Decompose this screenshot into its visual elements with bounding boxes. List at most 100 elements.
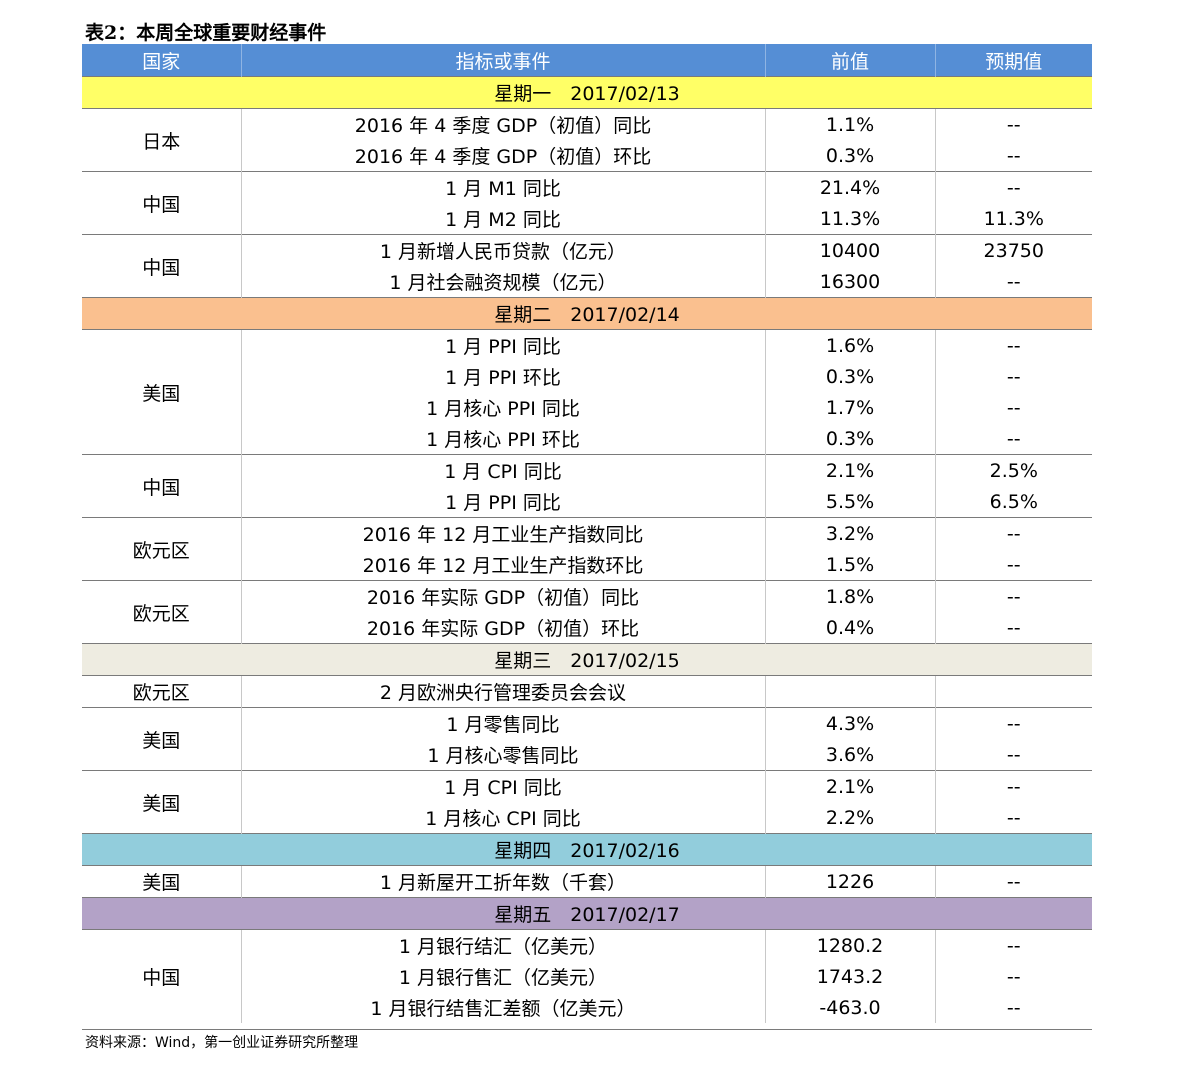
previous-value-cell <box>765 675 936 708</box>
day-label: 星期五 2017/02/17 <box>82 897 1092 930</box>
indicator-cell: 1 月 PPI 同比 <box>241 329 766 361</box>
indicator-cell: 1 月 PPI 同比 <box>241 486 766 518</box>
indicator-cell: 1 月新屋开工折年数（千套） <box>241 865 766 898</box>
day-label: 星期二 2017/02/14 <box>82 297 1092 330</box>
previous-value-cell: 1743.2 <box>765 961 936 992</box>
country-cell: 欧元区 <box>82 675 242 708</box>
expected-value-cell: -- <box>1006 427 1021 450</box>
expected-value-cell: -- <box>1006 334 1021 357</box>
previous-value-cell: 21.4% <box>765 171 936 203</box>
expected-value-cell: -- <box>1006 365 1021 388</box>
expected-value-cell: -- <box>1006 934 1021 957</box>
country-cell: 中国 <box>82 929 242 1023</box>
expected-value-cell: -- <box>935 517 1092 549</box>
expected-value-cell: -- <box>1006 743 1021 766</box>
previous-value-cell: 3.6% <box>765 739 936 771</box>
indicator-cell: 2016 年实际 GDP（初值）同比 <box>241 580 766 612</box>
country-cell: 欧元区 <box>82 580 242 644</box>
expected-value-cell: -- <box>1006 270 1021 293</box>
indicator-cell: 1 月零售同比 <box>241 707 766 739</box>
country-cell: 欧元区 <box>82 517 242 581</box>
previous-value-cell: 0.3% <box>765 140 936 172</box>
country-cell: 美国 <box>82 329 242 455</box>
previous-value-cell: 4.3% <box>765 707 936 739</box>
country-cell: 中国 <box>82 171 242 235</box>
country-cell: 美国 <box>82 865 242 898</box>
day-row: 星期四 2017/02/16 <box>82 833 1092 866</box>
table-row: 1 月社会融资规模（亿元）16300 -- <box>82 266 1092 298</box>
indicator-cell: 1 月 CPI 同比 <box>241 454 766 486</box>
expected-value-cell: -- <box>1006 616 1021 639</box>
country-cell: 中国 <box>82 454 242 518</box>
previous-value-cell: 1226 <box>765 865 936 898</box>
table-row: 1 月银行结售汇差额（亿美元）-463.0-- <box>82 992 1092 1023</box>
expected-value-cell: -- <box>1006 113 1021 136</box>
expected-value-cell: -- <box>935 580 1092 612</box>
expected-value-cell: -- <box>1006 996 1021 1019</box>
indicator-cell: 1 月核心零售同比 <box>241 739 766 771</box>
header-expected: 预期值 <box>934 44 1092 77</box>
header-indicator: 指标或事件 <box>240 44 765 77</box>
header-previous: 前值 <box>764 44 935 77</box>
indicator-cell: 1 月 PPI 环比 <box>241 361 766 392</box>
expected-value-cell <box>935 676 1092 708</box>
indicator-cell: 1 月 M1 同比 <box>241 171 766 203</box>
expected-value-cell: 2.5% <box>935 454 1092 486</box>
indicator-cell: 1 月社会融资规模（亿元） <box>241 266 766 298</box>
expected-value-cell: -- <box>1006 965 1021 988</box>
country-cell: 美国 <box>82 707 242 771</box>
day-label: 星期一 2017/02/13 <box>82 76 1092 109</box>
header-country: 国家 <box>82 44 241 77</box>
indicator-cell: 2016 年实际 GDP（初值）环比 <box>241 612 766 644</box>
previous-value-cell: 5.5% <box>765 486 936 518</box>
indicator-cell: 1 月核心 PPI 同比 <box>241 392 766 423</box>
indicator-cell: 2016 年 4 季度 GDP（初值）同比 <box>241 108 766 140</box>
indicator-cell: 1 月银行售汇（亿美元） <box>241 961 766 992</box>
day-row: 星期一 2017/02/13 <box>82 76 1092 109</box>
previous-value-cell: 1.6% <box>765 329 936 361</box>
table-row: 1 月银行售汇（亿美元）1743.2 -- <box>82 961 1092 992</box>
expected-value-cell: -- <box>935 171 1092 203</box>
expected-value-cell: 6.5% <box>989 490 1038 513</box>
table-header-row: 国家 指标或事件 前值 预期值 <box>82 44 1092 77</box>
previous-value-cell: 2.1% <box>765 770 936 802</box>
expected-value-cell: -- <box>935 707 1092 739</box>
previous-value-cell: 10400 <box>765 234 936 266</box>
previous-value-cell: 1280.2 <box>765 929 936 961</box>
indicator-cell: 2 月欧洲央行管理委员会会议 <box>241 675 766 708</box>
previous-value-cell: 2.2% <box>765 802 936 834</box>
day-row: 星期三 2017/02/15 <box>82 643 1092 676</box>
table-title: 表2：本周全球重要财经事件 <box>85 22 327 44</box>
country-cell: 中国 <box>82 234 242 298</box>
previous-value-cell: 16300 <box>765 266 936 298</box>
expected-value-cell: -- <box>1006 870 1021 893</box>
indicator-cell: 1 月新增人民币贷款（亿元） <box>241 234 766 266</box>
previous-value-cell: 3.2% <box>765 517 936 549</box>
expected-value-cell: -- <box>1006 553 1021 576</box>
indicator-cell: 2016 年 12 月工业生产指数同比 <box>241 517 766 549</box>
day-row: 星期五 2017/02/17 <box>82 897 1092 930</box>
day-label: 星期四 2017/02/16 <box>82 833 1092 866</box>
day-label: 星期三 2017/02/15 <box>82 643 1092 676</box>
expected-value-cell: 11.3% <box>983 207 1044 230</box>
expected-value-cell: -- <box>935 770 1092 802</box>
expected-value-cell: -- <box>1006 396 1021 419</box>
indicator-cell: 1 月 CPI 同比 <box>241 770 766 802</box>
indicator-cell: 1 月核心 PPI 环比 <box>241 423 766 455</box>
expected-value-cell: -- <box>1006 806 1021 829</box>
previous-value-cell: 11.3% <box>765 203 936 235</box>
